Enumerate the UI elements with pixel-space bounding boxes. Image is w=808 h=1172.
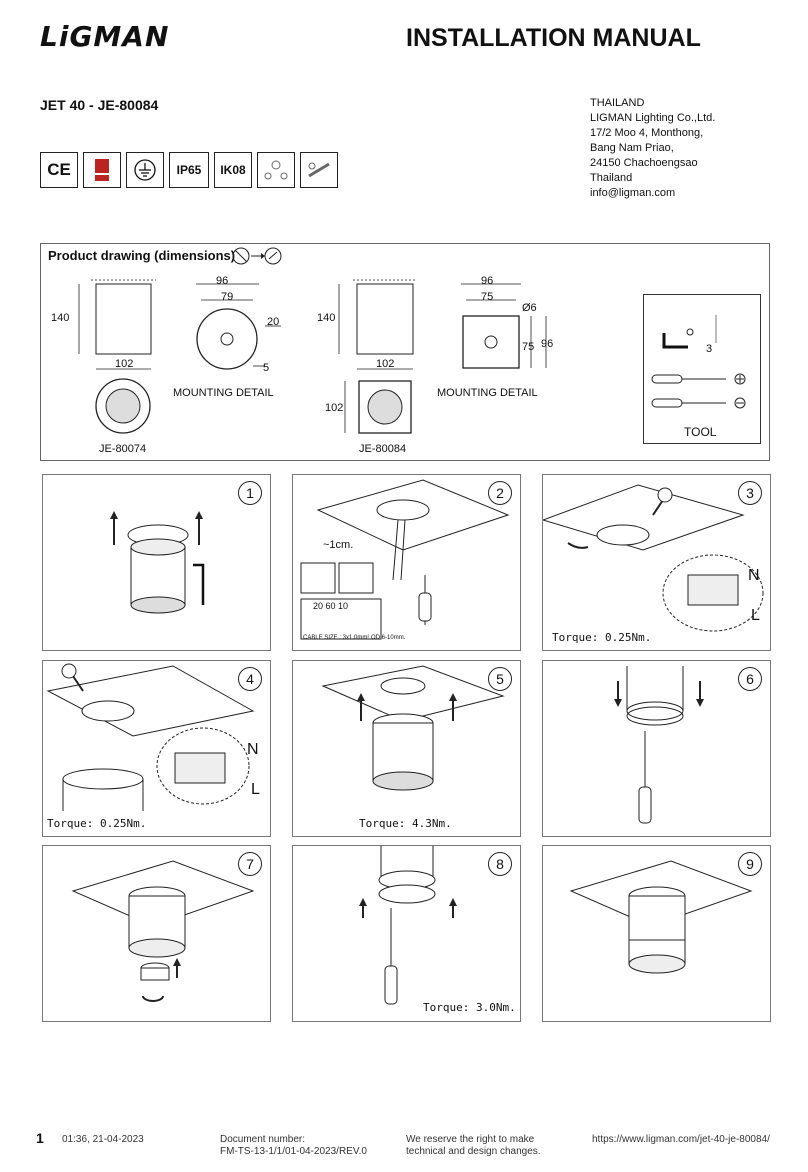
dim-side-right: 96 [541, 338, 554, 350]
page-number: 1 [36, 1130, 44, 1146]
footer-date: 01:36, 21-04-2023 [62, 1134, 144, 1145]
torque-label: Torque: 0.25Nm. [552, 631, 652, 644]
address-email: info@ligman.com [590, 187, 676, 199]
step-number: 7 [238, 852, 262, 876]
recycling-icon [257, 152, 295, 188]
address-line: LIGMAN Lighting Co.,Ltd. [590, 112, 716, 124]
step-6-panel: 6 [542, 660, 771, 837]
company-address: THAILAND LIGMAN Lighting Co.,Ltd. 17/2 M… [590, 96, 715, 201]
product-drawing-panel: Product drawing (dimensions) [40, 243, 770, 461]
dim-height-right: 140 [317, 312, 336, 324]
quality-badge-icon [83, 152, 121, 188]
neutral-label: N [748, 567, 760, 584]
step-3-illustration [543, 484, 764, 632]
footer-document-number: Document number: FM-TS-13-1/1/01-04-2023… [220, 1134, 367, 1158]
step-2-illustration [300, 479, 510, 640]
tool-panel: 3 TOOL [643, 294, 761, 444]
docnum-label: Document number: [220, 1134, 306, 1145]
ligman-logo: LiGMAN [40, 20, 170, 53]
step-8-panel: 8 Torque: 3.0Nm. [292, 845, 521, 1022]
step-1-illustration [110, 511, 205, 614]
dim-side-inner-right: 75 [522, 341, 535, 353]
live-label: L [251, 781, 260, 798]
address-line: 24150 Chachoengsao [590, 157, 698, 169]
torque-label: Torque: 4.3Nm. [359, 817, 452, 830]
dim-height-left: 140 [51, 312, 70, 324]
torque-label: Torque: 0.25Nm. [47, 817, 147, 830]
step-7-illustration [71, 860, 255, 1002]
dim-d2-left: 5 [263, 362, 270, 374]
ik-rating-badge: IK08 [214, 152, 252, 188]
tools-icon [651, 315, 746, 409]
strip-gap-label: ~1cm. [323, 539, 354, 551]
tool-label: TOOL [684, 425, 717, 439]
tools-icon [300, 152, 338, 188]
step-4-illustration [46, 663, 255, 811]
dim-front-left: 102 [115, 358, 134, 370]
protective-earth-icon [126, 152, 164, 188]
step-6-illustration [614, 666, 704, 824]
step-number: 9 [738, 852, 762, 876]
footer-disclaimer: We reserve the right to make technical a… [406, 1134, 541, 1158]
step-7-panel: 7 [42, 845, 271, 1022]
step-5-illustration [321, 665, 505, 791]
ce-mark-icon: CE [40, 152, 78, 188]
disclaimer-line: technical and design changes. [406, 1146, 541, 1157]
torque-label: Torque: 3.0Nm. [423, 1001, 516, 1014]
step-number: 6 [738, 667, 762, 691]
dim-inner-right: 75 [481, 291, 494, 303]
dim-front-h-right: 102 [325, 402, 344, 414]
step-number: 8 [488, 852, 512, 876]
footer-url-link[interactable]: https://www.ligman.com/jet-40-je-80084/ [592, 1134, 770, 1145]
step-9-illustration [569, 860, 753, 974]
dim-width-left: 96 [216, 275, 229, 287]
step-number: 4 [238, 667, 262, 691]
model-label-right: JE-80084 [359, 443, 407, 455]
step-number: 5 [488, 667, 512, 691]
no-drill-icon [232, 247, 282, 265]
step-number: 2 [488, 481, 512, 505]
step-number: 3 [738, 481, 762, 505]
step-1-panel: 1 [42, 474, 271, 651]
ip-rating-badge: IP65 [169, 152, 209, 188]
step-8-illustration [359, 846, 457, 1005]
step-2-panel: 2 ~1cm. 20 60 10 CABLE SIZE : 3x1.0mm² O… [292, 474, 521, 651]
certification-row: CE IP65 IK08 [40, 152, 338, 188]
dim-width-right: 96 [481, 275, 494, 287]
step-number: 1 [238, 481, 262, 505]
dim-front-right: 102 [376, 358, 395, 370]
disclaimer-line: We reserve the right to make [406, 1134, 535, 1145]
dim-inner-left: 79 [221, 291, 234, 303]
step-3-panel: 3 N L Torque: 0.25Nm. [542, 474, 771, 651]
mounting-detail-label-right: MOUNTING DETAIL [437, 387, 538, 399]
page-title: INSTALLATION MANUAL [406, 24, 701, 52]
dim-hole-right: Ø6 [522, 302, 537, 314]
step-4-panel: 4 N L Torque: 0.25Nm. [42, 660, 271, 837]
strip-length-label: 20 60 10 [313, 601, 349, 611]
dim-d1-left: 20 [267, 316, 280, 328]
dimension-drawings [78, 279, 547, 434]
product-title: JET 40 - JE-80084 [40, 97, 159, 113]
address-line: Thailand [590, 172, 633, 184]
mounting-detail-label-left: MOUNTING DETAIL [173, 387, 274, 399]
address-line: THAILAND [590, 97, 645, 109]
address-line: 17/2 Moo 4, Monthong, [590, 127, 704, 139]
hex-key-size: 3 [706, 343, 713, 355]
step-5-panel: 5 Torque: 4.3Nm. [292, 660, 521, 837]
address-line: Bang Nam Priao, [590, 142, 674, 154]
cable-size-label: CABLE SIZE : 3x1.0mm² OD:6-10mm. [303, 635, 406, 641]
step-9-panel: 9 [542, 845, 771, 1022]
docnum-value: FM-TS-13-1/1/01-04-2023/REV.0 [220, 1146, 367, 1157]
model-label-left: JE-80074 [99, 443, 147, 455]
drawing-title: Product drawing (dimensions) [48, 248, 236, 263]
live-label: L [751, 607, 760, 624]
neutral-label: N [247, 741, 259, 758]
